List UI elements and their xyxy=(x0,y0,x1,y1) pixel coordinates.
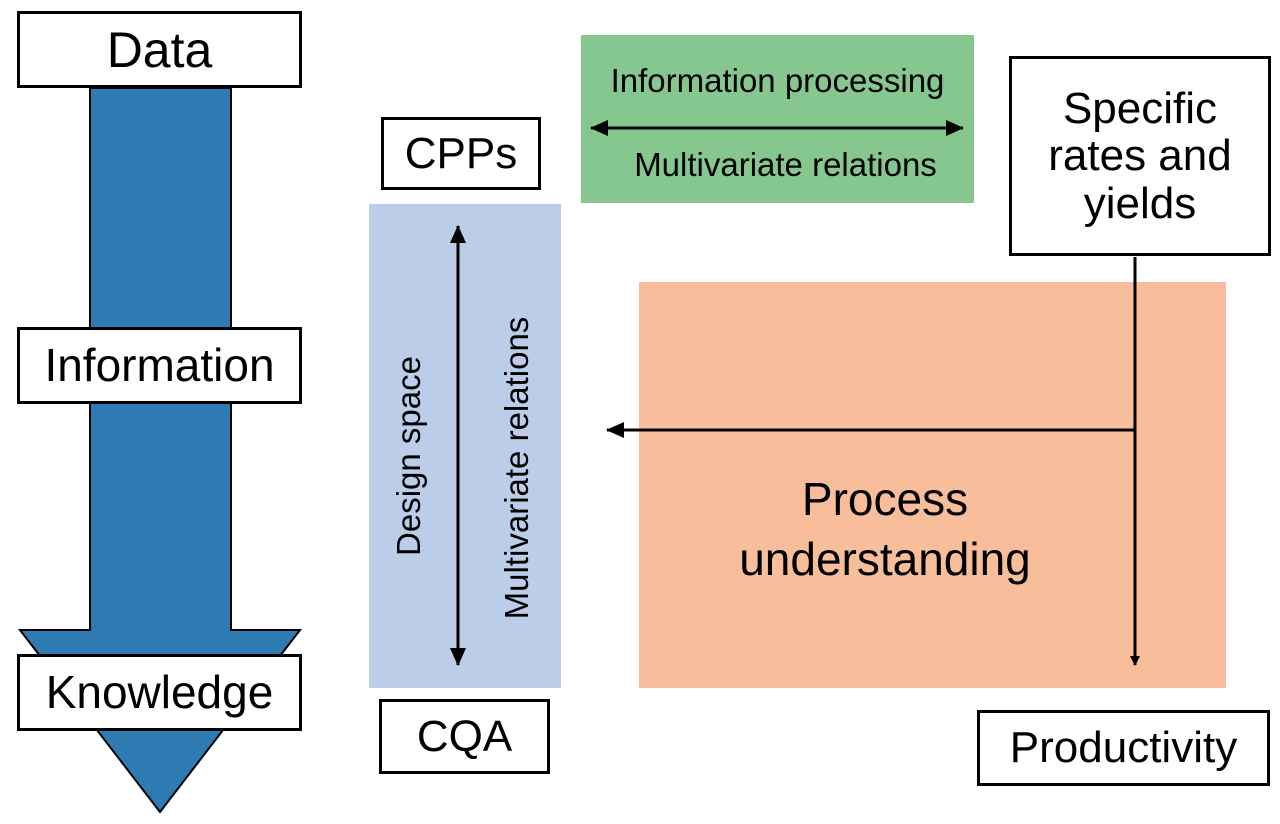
cqa-box: CQA xyxy=(379,699,550,774)
process-understanding-panel xyxy=(639,282,1226,688)
design-multivariate-label: Multivariate relations xyxy=(498,316,535,620)
productivity-label: Productivity xyxy=(1009,723,1238,773)
data-box: Data xyxy=(17,11,302,88)
productivity-box: Productivity xyxy=(977,710,1270,786)
specific-rates-box: Specific rates and yields xyxy=(1009,56,1271,256)
process-understanding-label: Process understanding xyxy=(739,473,1031,585)
cpps-label: CPPs xyxy=(404,128,518,178)
information-processing-panel xyxy=(581,35,974,203)
cqa-label: CQA xyxy=(416,711,513,761)
specific-rates-label: Specific rates and yields xyxy=(1048,83,1232,228)
design-space-label: Design space xyxy=(390,356,427,556)
information-processing-label: Information processing xyxy=(610,62,945,99)
knowledge-label: Knowledge xyxy=(45,665,274,718)
info-multivariate-label: Multivariate relations xyxy=(634,146,937,183)
knowledge-box: Knowledge xyxy=(17,654,302,731)
information-label: Information xyxy=(44,338,275,391)
cpps-box: CPPs xyxy=(381,117,541,190)
data-label: Data xyxy=(106,21,213,78)
information-box: Information xyxy=(17,327,302,404)
